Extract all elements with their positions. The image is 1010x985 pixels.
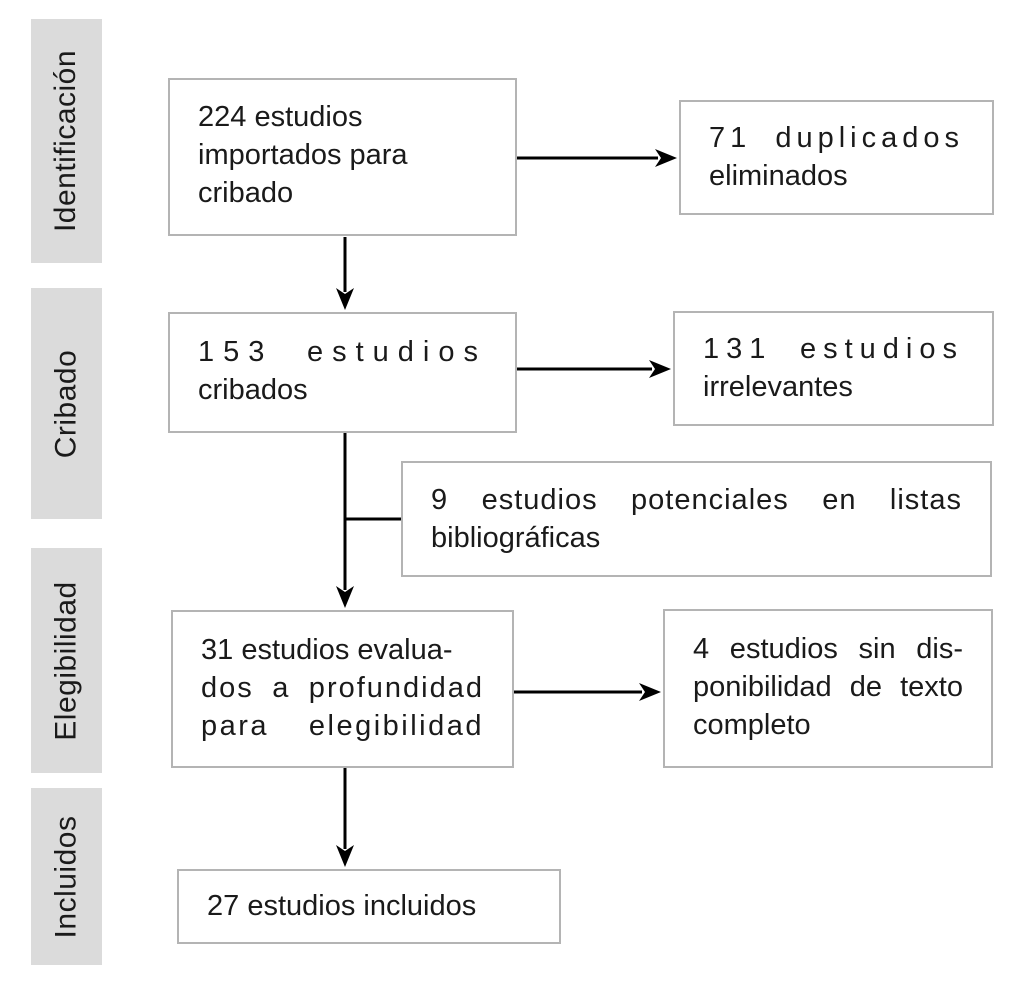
box-line: 153 estudios <box>198 336 487 368</box>
arrow-eligibility-to-fulltext-head <box>639 683 661 701</box>
box-line: 224 estudios <box>198 101 363 133</box>
box-line: eliminados <box>709 160 848 192</box>
box-no-fulltext: 4 estudios sin dis- ponibilidad de texto… <box>663 609 993 768</box>
stage-identificacion: Identificación <box>31 19 102 263</box>
box-line: cribados <box>198 374 308 406</box>
box-line: irrelevantes <box>703 371 853 403</box>
box-imported-studies: 224 estudios importados para cribado <box>168 78 517 236</box>
arrow-screened-to-eligibility-head <box>336 586 354 608</box>
box-line: 131 estudios <box>703 333 964 365</box>
box-line: 9 estudios potenciales en listas <box>431 484 962 516</box>
box-line: 31 estudios evalua- <box>201 634 453 666</box>
arrow-screened-to-irrelevant-head <box>649 360 671 378</box>
box-potential-studies: 9 estudios potenciales en listas bibliog… <box>401 461 992 577</box>
arrow-imported-to-duplicates-head <box>655 149 677 167</box>
box-line: ponibilidad de texto <box>693 671 963 703</box>
stage-identificacion-label: Identificación <box>49 49 83 233</box>
box-line: importados para <box>198 139 408 171</box>
arrow-eligibility-to-included-head <box>336 845 354 867</box>
box-duplicates-removed: 71 duplicados eliminados <box>679 100 994 215</box>
stage-incluidos: Incluidos <box>31 788 102 965</box>
box-line: bibliográficas <box>431 522 601 554</box>
box-included-studies: 27 estudios incluidos <box>177 869 561 944</box>
box-line: para elegibilidad <box>201 710 484 742</box>
stage-cribado-label: Cribado <box>49 349 83 458</box>
box-irrelevant-studies: 131 estudios irrelevantes <box>673 311 994 426</box>
stage-elegibilidad: Elegibilidad <box>31 548 102 773</box>
box-line: 27 estudios incluidos <box>207 890 477 922</box>
box-line: 71 duplicados <box>709 122 964 154</box>
box-line: dos a profundidad <box>201 672 484 704</box>
box-studies-screened: 153 estudios cribados <box>168 312 517 433</box>
box-line: cribado <box>198 177 294 209</box>
box-line: completo <box>693 709 811 741</box>
stage-cribado: Cribado <box>31 288 102 519</box>
stage-elegibilidad-label: Elegibilidad <box>49 580 83 741</box>
stage-incluidos-label: Incluidos <box>49 815 83 938</box>
box-assessed-eligibility: 31 estudios evalua- dos a profundidad pa… <box>171 610 514 768</box>
box-line: 4 estudios sin dis- <box>693 633 963 665</box>
arrow-imported-to-screened-head <box>336 288 354 310</box>
